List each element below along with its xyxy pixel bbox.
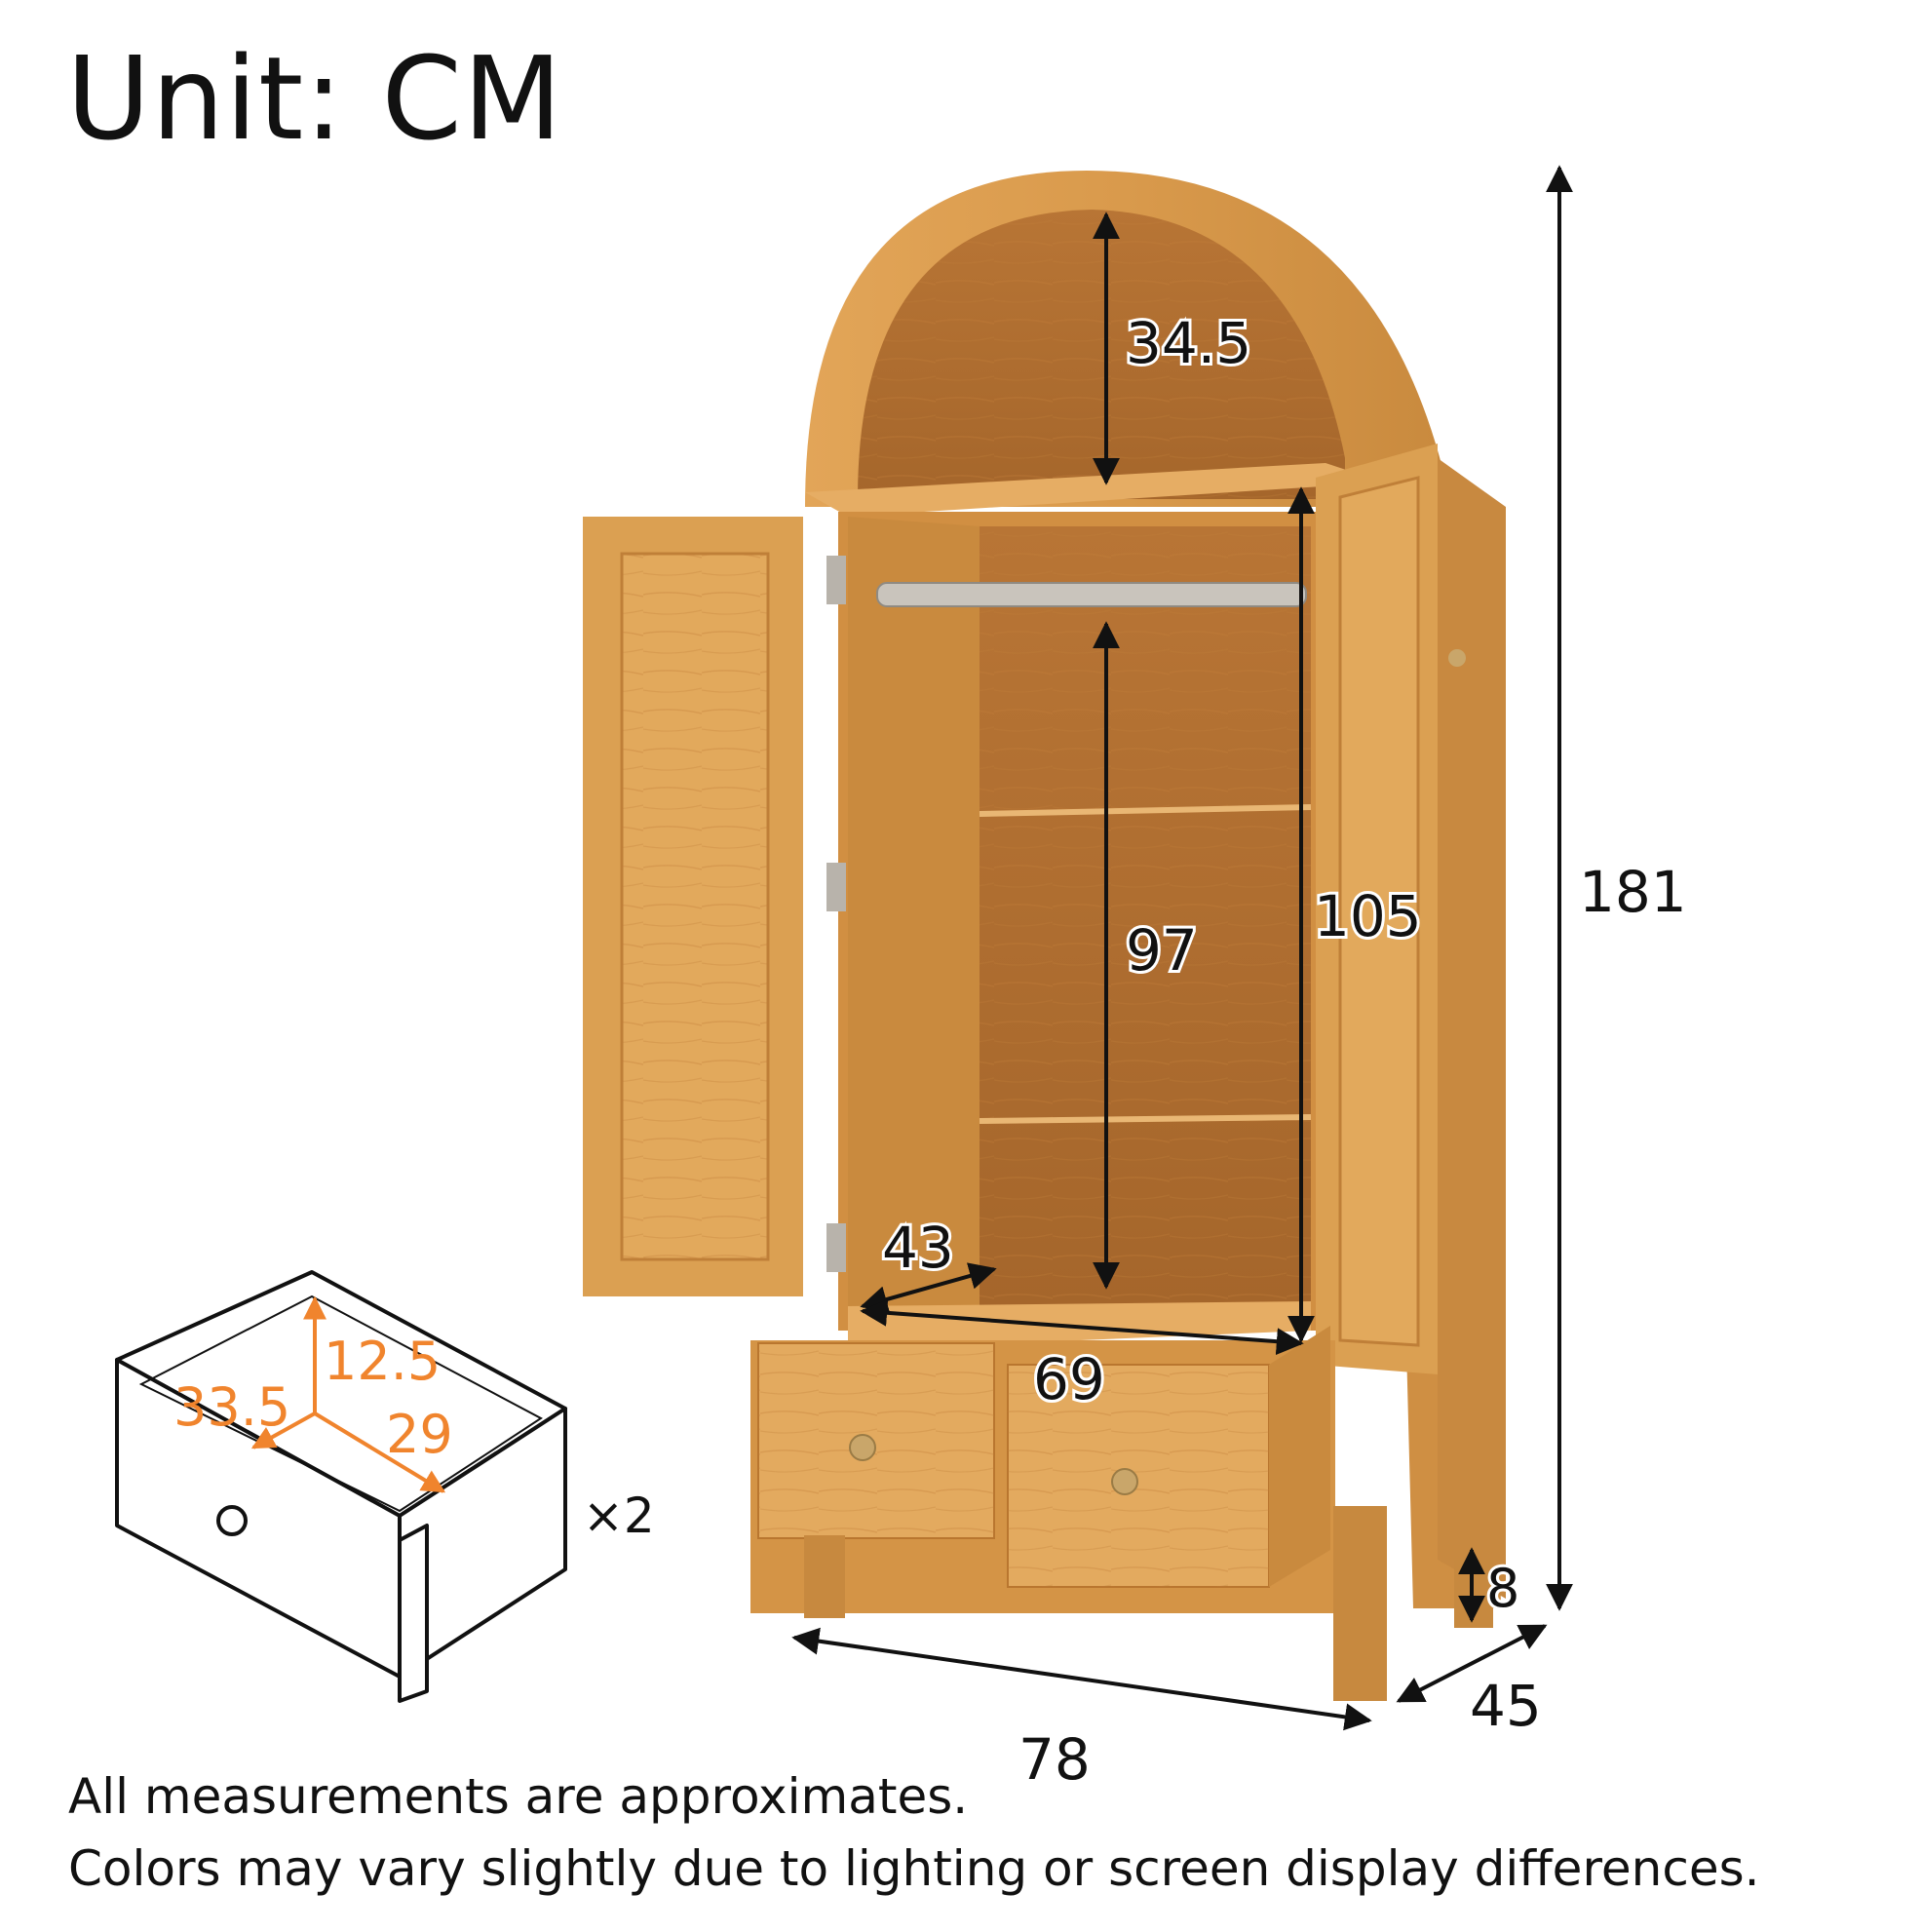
door-knob-icon bbox=[1448, 649, 1466, 667]
label-interior-width: 69 bbox=[1033, 1346, 1105, 1412]
dimension-labels: 34.5 97 105 181 43 69 8 78 45 bbox=[879, 307, 1687, 1793]
label-top-arch-height: 34.5 bbox=[1126, 310, 1251, 376]
drawer-knob-icon bbox=[216, 1505, 248, 1536]
drawer-label-width: 33.5 bbox=[173, 1376, 290, 1438]
drawer-quantity: ×2 bbox=[583, 1488, 655, 1544]
leg bbox=[1333, 1506, 1387, 1701]
wardrobe bbox=[583, 171, 1506, 1701]
drawer-label-depth: 29 bbox=[386, 1404, 453, 1465]
hinge bbox=[826, 863, 846, 911]
leg bbox=[804, 1535, 845, 1618]
drawer-sketch: 12.5 33.5 29 ×2 bbox=[115, 1270, 655, 1703]
label-width: 78 bbox=[1018, 1726, 1091, 1793]
wardrobe-right-side bbox=[1438, 458, 1506, 1599]
label-hanging-height: 97 bbox=[1126, 917, 1198, 984]
arch-shelf bbox=[805, 463, 1384, 517]
hanging-rail bbox=[876, 582, 1307, 607]
label-interior-depth: 43 bbox=[882, 1215, 954, 1281]
drawer-front-lip bbox=[398, 1524, 429, 1703]
unit-title: Unit: CM bbox=[66, 31, 563, 166]
hinge bbox=[826, 556, 846, 604]
label-leg-height: 8 bbox=[1486, 1558, 1519, 1619]
note-measurements: All measurements are approximates. bbox=[68, 1768, 969, 1825]
hinge bbox=[826, 1223, 846, 1272]
label-interior-height: 105 bbox=[1314, 883, 1422, 949]
label-total-height: 181 bbox=[1579, 859, 1687, 925]
drawer-knob-icon bbox=[849, 1434, 876, 1461]
note-colors: Colors may vary slightly due to lighting… bbox=[68, 1840, 1760, 1897]
wardrobe-interior-side bbox=[848, 517, 980, 1326]
label-depth: 45 bbox=[1470, 1673, 1542, 1739]
dimension-lines bbox=[791, 165, 1573, 1731]
drawer-label-height: 12.5 bbox=[324, 1331, 441, 1392]
drawer-knob-icon bbox=[1111, 1468, 1138, 1495]
